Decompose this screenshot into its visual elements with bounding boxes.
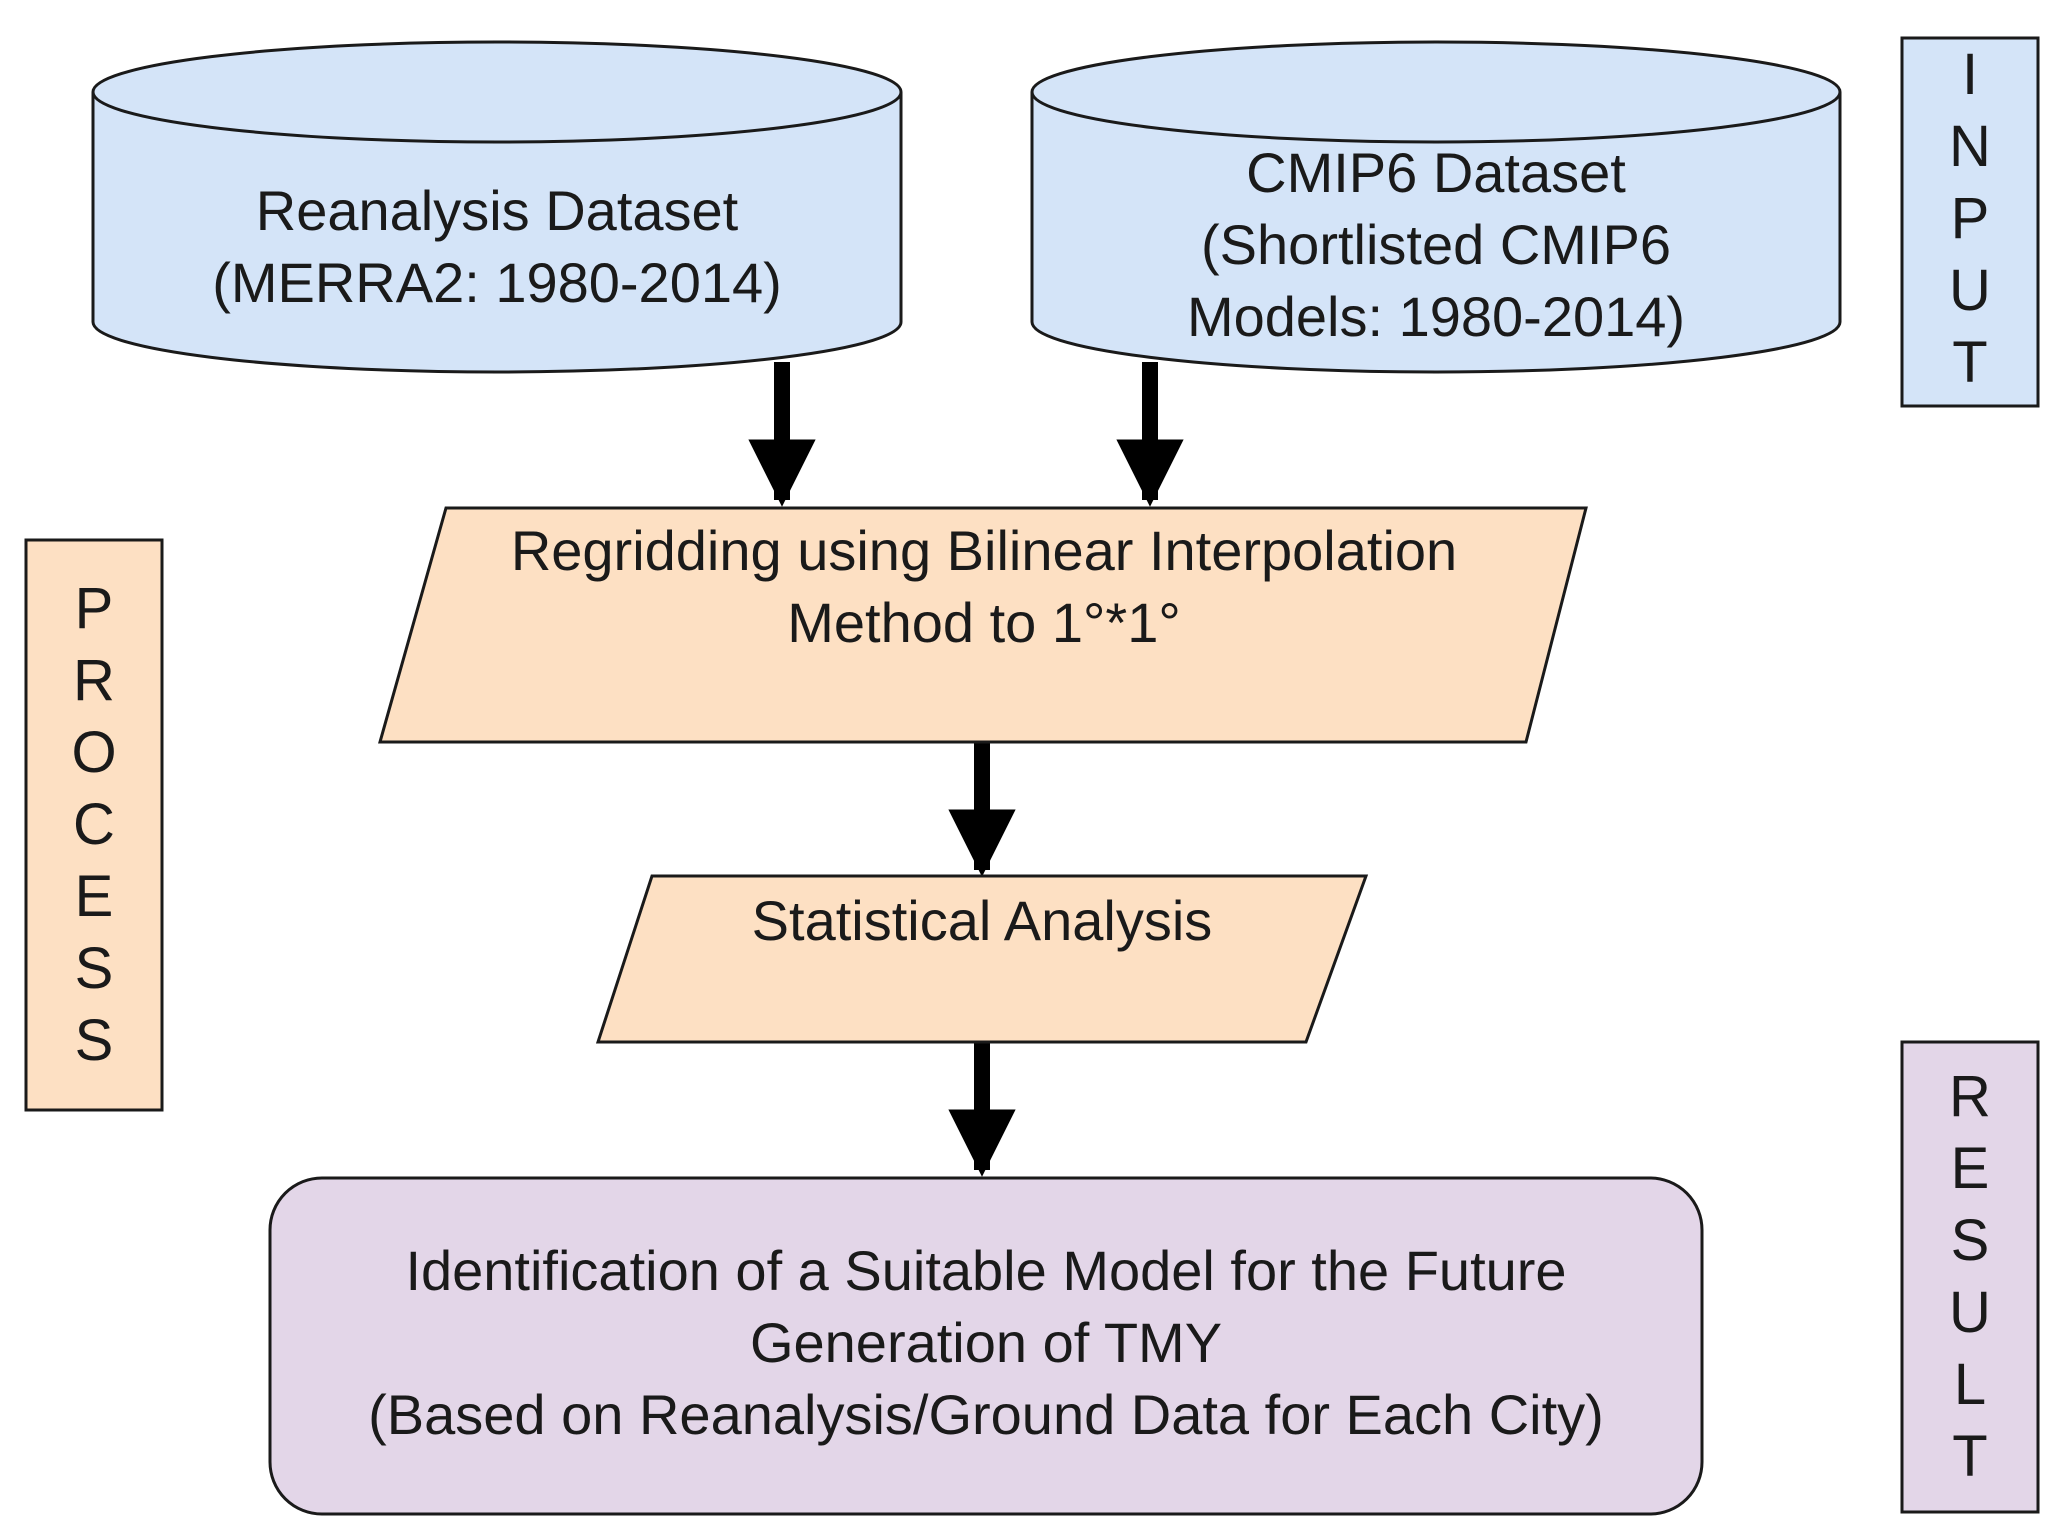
side-label-letter: I xyxy=(1962,42,1978,107)
side-label-letter: E xyxy=(1951,1136,1990,1201)
statistical-parallelogram xyxy=(595,874,1369,1044)
side-label-letter: T xyxy=(1952,1424,1987,1489)
side-label-letter: N xyxy=(1949,114,1991,179)
process-label-box xyxy=(24,538,164,1112)
regridding-node: Regridding using Bilinear Interpolation … xyxy=(378,506,1588,744)
side-label-letter: S xyxy=(1951,1208,1990,1273)
side-label-letter: U xyxy=(1949,258,1991,323)
side-label-letter: O xyxy=(71,720,116,785)
side-label-letter: E xyxy=(75,864,114,929)
statistical-analysis-node: Statistical Analysis xyxy=(595,874,1369,1044)
side-label-letter: R xyxy=(1949,1064,1991,1129)
reanalysis-dataset-node: Reanalysis Dataset (MERRA2: 1980-2014) xyxy=(91,40,903,374)
cmip6-dataset-node: CMIP6 Dataset (Shortlisted CMIP6 Models:… xyxy=(1030,40,1842,374)
side-label-letter: C xyxy=(73,792,115,857)
edges xyxy=(748,362,1184,1177)
identification-node: Identification of a Suitable Model for t… xyxy=(268,1176,1704,1516)
side-label-letter: S xyxy=(75,936,114,1001)
regridding-line-1: Regridding using Bilinear Interpolation xyxy=(511,519,1457,582)
reanalysis-cylinder-body xyxy=(91,92,903,374)
side-label-letter: T xyxy=(1952,330,1987,395)
identification-line-3: (Based on Reanalysis/Ground Data for Eac… xyxy=(368,1383,1604,1446)
identification-line-1: Identification of a Suitable Model for t… xyxy=(405,1239,1566,1302)
reanalysis-cylinder-top xyxy=(91,40,903,144)
regridding-parallelogram xyxy=(378,506,1588,744)
cmip6-title: CMIP6 Dataset xyxy=(1246,141,1626,204)
side-label-letter: U xyxy=(1949,1280,1991,1345)
side-label-letter: R xyxy=(73,648,115,713)
regridding-line-2: Method to 1°*1° xyxy=(787,591,1180,654)
reanalysis-subtitle: (MERRA2: 1980-2014) xyxy=(212,251,782,314)
result-label-box xyxy=(1900,1040,2040,1514)
reanalysis-title: Reanalysis Dataset xyxy=(256,179,739,242)
identification-box xyxy=(268,1176,1704,1516)
cmip6-subtitle-line-1: (Shortlisted CMIP6 xyxy=(1201,213,1671,276)
side-label-letter: L xyxy=(1954,1352,1986,1417)
side-label-letter: P xyxy=(1951,186,1990,251)
cmip6-cylinder-body xyxy=(1030,92,1842,374)
input-label-box xyxy=(1900,36,2040,408)
statistical-label: Statistical Analysis xyxy=(752,889,1213,952)
side-label-letter: S xyxy=(75,1008,114,1073)
side-label-letter: P xyxy=(75,576,114,641)
identification-line-2: Generation of TMY xyxy=(750,1311,1222,1374)
cmip6-subtitle-line-2: Models: 1980-2014) xyxy=(1187,285,1685,348)
cmip6-cylinder-top xyxy=(1030,40,1842,144)
